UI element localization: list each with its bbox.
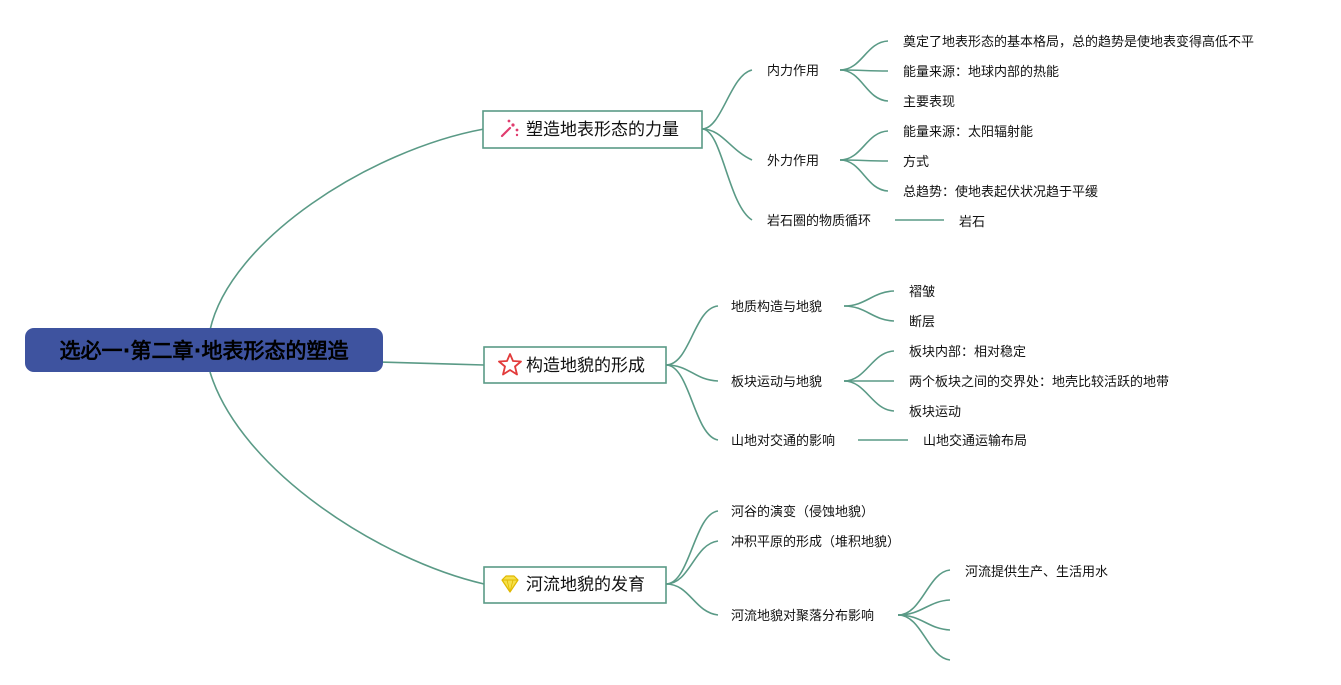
subtopic-3-2[interactable]: 冲积平原的形成（堆积地貌） — [731, 534, 900, 550]
edge-branch-3-sub-2 — [665, 540, 719, 585]
leaf-1-2-2[interactable]: 方式 — [903, 154, 929, 170]
leaf-2-1-1[interactable]: 褶皱 — [909, 284, 935, 300]
main-topic-1[interactable]: 塑造地表形态的力量 — [482, 110, 703, 149]
edge-branch-2-sub-3 — [665, 364, 719, 441]
diamond-icon — [501, 575, 519, 593]
edge-branch-3-sub-1 — [665, 510, 719, 585]
leaf-1-3-1[interactable]: 岩石 — [959, 215, 985, 230]
main-topic-3[interactable]: 河流地貌的发育 — [483, 566, 667, 604]
main-topic-2-box — [483, 346, 667, 384]
leaf-1-1-1[interactable]: 奠定了地表形态的基本格局，总的趋势是使地表变得高低不平 — [903, 34, 1254, 50]
leaf-2-2-1[interactable]: 板块内部：相对稳定 — [909, 344, 1026, 360]
edge-branch-1-sub-3 — [701, 128, 753, 221]
root-topic[interactable]: 选必一·第二章·地表形态的塑造 — [25, 328, 383, 372]
subtopic-1-1[interactable]: 内力作用 — [767, 63, 819, 79]
edge-root-branch-3 — [209, 371, 485, 585]
edge-b1s1-leaf-3 — [839, 69, 889, 102]
edge-branch-3-sub-3 — [665, 583, 719, 616]
star-icon — [498, 353, 522, 376]
edge-b2s1-leaf-1 — [843, 290, 895, 307]
main-topic-1-label: 塑造地表形态的力量 — [526, 120, 679, 140]
edge-b1s2-leaf-1 — [839, 130, 889, 161]
edge-b1s1-leaf-1 — [839, 40, 889, 71]
subtopic-3-3[interactable]: 河流地貌对聚落分布影响 — [731, 608, 874, 624]
edge-root-branch-2 — [379, 361, 485, 366]
root-topic-box — [25, 328, 383, 372]
subtopic-1-2[interactable]: 外力作用 — [767, 154, 819, 169]
sparkle-icon — [500, 119, 519, 138]
edge-branch-2-sub-1 — [665, 305, 719, 366]
subtopic-2-1[interactable]: 地质构造与地貌 — [731, 300, 822, 315]
edge-branch-1-sub-1 — [701, 69, 753, 130]
main-topic-2[interactable]: 构造地貌的形成 — [483, 346, 667, 384]
leaf-3-3-1[interactable]: 河流提供生产、生活用水 — [965, 564, 1108, 580]
leaf-2-2-3[interactable]: 板块运动 — [909, 405, 961, 420]
subtopic-2-3[interactable]: 山地对交通的影响 — [731, 433, 835, 449]
edge-root-branch-1 — [209, 128, 485, 331]
leaf-1-2-1[interactable]: 能量来源：太阳辐射能 — [903, 124, 1033, 140]
subtopic-3-1[interactable]: 河谷的演变（侵蚀地貌） — [731, 504, 874, 520]
edge-b2s2-leaf-1 — [843, 350, 895, 382]
main-topic-3-label: 河流地貌的发育 — [526, 575, 645, 595]
leaf-2-2-2[interactable]: 两个板块之间的交界处：地壳比较活跃的地带 — [909, 374, 1169, 390]
edge-branch-2-sub-2 — [665, 364, 719, 382]
root-topic-label: 选必一·第二章·地表形态的塑造 — [60, 339, 350, 363]
leaf-2-3-1[interactable]: 山地交通运输布局 — [923, 433, 1027, 449]
edge-b2s2-leaf-3 — [843, 380, 895, 412]
leaf-1-1-2[interactable]: 能量来源：地球内部的热能 — [903, 64, 1059, 80]
edge-b1s2-leaf-3 — [839, 159, 889, 192]
subtopic-1-3[interactable]: 岩石圈的物质循环 — [767, 213, 871, 229]
main-topic-1-box — [482, 110, 703, 149]
main-topic-2-label: 构造地貌的形成 — [526, 356, 645, 376]
edge-b3s3-leaf-4 — [897, 614, 951, 661]
leaf-1-1-3[interactable]: 主要表现 — [903, 95, 955, 110]
leaf-2-1-2[interactable]: 断层 — [909, 315, 935, 330]
edge-b2s1-leaf-2 — [843, 305, 895, 322]
leaf-1-2-3[interactable]: 总趋势：使地表起伏状况趋于平缓 — [903, 184, 1098, 200]
edge-branch-1-sub-2 — [701, 128, 753, 161]
subtopic-2-2[interactable]: 板块运动与地貌 — [731, 375, 822, 390]
